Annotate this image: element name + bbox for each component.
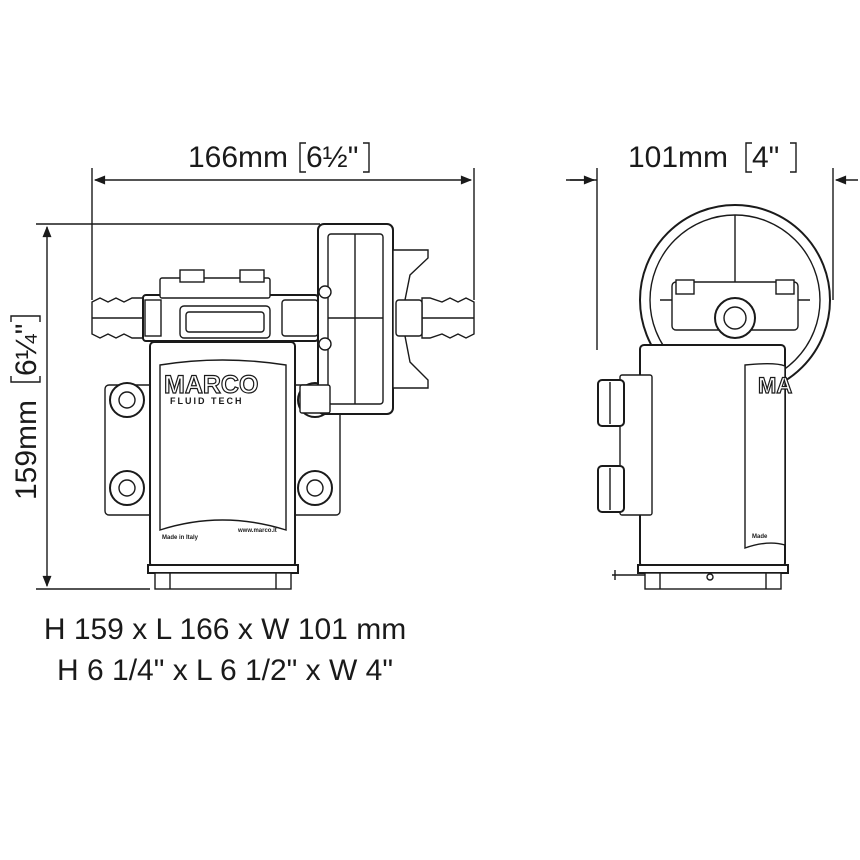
brand-sub: FLUID TECH	[170, 396, 244, 406]
side-base	[612, 564, 789, 590]
pump-side-view: MA Made	[597, 204, 831, 590]
motor-body: MARCO FLUID TECH Made in Italy www.marco…	[149, 341, 296, 568]
gear-housing	[299, 223, 429, 415]
website-label: www.marco.it	[237, 528, 277, 534]
right-hose-barb	[421, 297, 475, 339]
side-mounts	[597, 374, 653, 516]
height-dimension: 159mm 6¼"	[10, 223, 320, 590]
length-metric-label: 166mm	[188, 141, 288, 174]
height-imperial-label: 6¼"	[10, 324, 43, 376]
width-metric-label: 101mm	[628, 141, 728, 174]
height-metric-label: 159mm	[10, 400, 43, 500]
width-dimension: 101mm 4"	[566, 141, 858, 350]
caption-metric: H 159 x L 166 x W 101 mm	[43, 613, 407, 646]
length-dimension: 166mm 6½"	[91, 141, 475, 300]
length-imperial-label: 6½"	[306, 141, 358, 174]
side-brand-logo: MA	[758, 373, 792, 398]
left-hose-barb	[91, 297, 146, 339]
brand-logo: MARCO	[164, 371, 258, 399]
motor-base	[147, 564, 299, 590]
side-made-in: Made	[752, 534, 768, 540]
width-imperial-label: 4"	[752, 141, 779, 174]
side-motor-body: MA Made	[639, 344, 793, 568]
pump-front-view: MARCO FLUID TECH Made in Italy www.marco…	[91, 223, 475, 590]
made-in-label: Made in Italy	[162, 535, 199, 541]
caption-imperial: H 6 1/4" x L 6 1/2" x W 4"	[57, 654, 393, 687]
pump-head	[142, 269, 319, 342]
